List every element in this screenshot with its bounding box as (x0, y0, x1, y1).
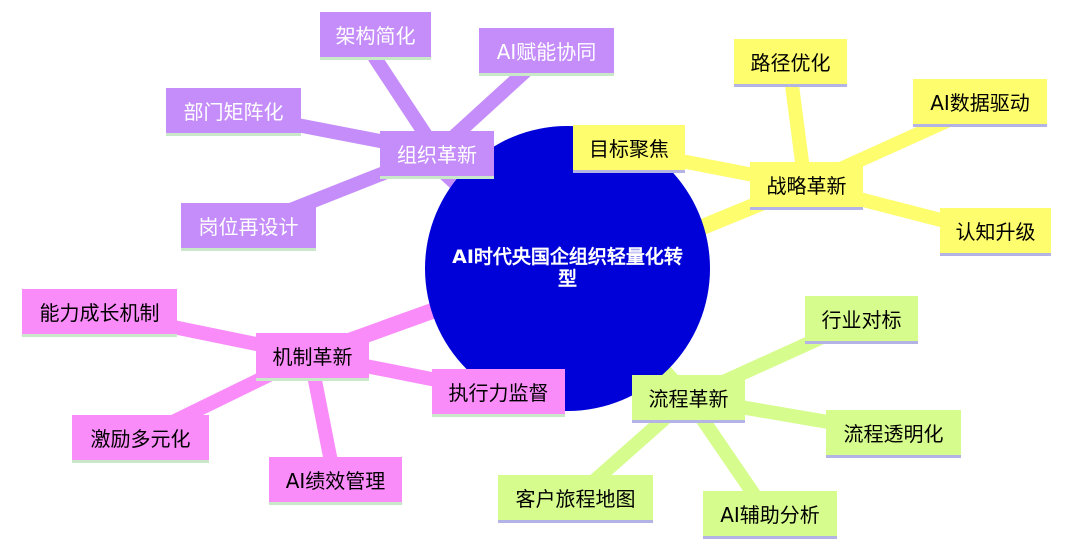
leaf-incentive-diversify-label: 激励多元化 (90, 427, 191, 451)
leaf-execution-supervision-label: 执行力监督 (448, 381, 549, 405)
branch-organization-label: 组织革新 (397, 143, 477, 167)
leaf-architecture-simplify-label: 架构简化 (335, 24, 416, 48)
branch-strategy[interactable]: 战略革新 (750, 162, 863, 210)
leaf-cognition-upgrade[interactable]: 认知升级 (940, 208, 1051, 256)
leaf-job-redesign-label: 岗位再设计 (198, 215, 299, 239)
leaf-ai-synergy[interactable]: AI赋能协同 (479, 28, 614, 76)
leaf-process-transparency-label: 流程透明化 (843, 422, 944, 446)
leaf-cognition-upgrade-label: 认知升级 (955, 220, 1036, 244)
leaf-process-transparency[interactable]: 流程透明化 (826, 410, 961, 458)
leaf-ai-data-driven[interactable]: AI数据驱动 (913, 79, 1047, 127)
leaf-ai-performance[interactable]: AI绩效管理 (269, 457, 402, 505)
center-topic-label: AI时代央国企组织轻量化转型 (452, 245, 683, 290)
leaf-industry-benchmark[interactable]: 行业对标 (805, 296, 918, 344)
leaf-capability-growth[interactable]: 能力成长机制 (22, 289, 177, 337)
leaf-path-optimize-label: 路径优化 (750, 51, 831, 75)
branch-mechanism-label: 机制革新 (272, 345, 353, 369)
leaf-customer-journey-map-label: 客户旅程地图 (515, 487, 636, 511)
branch-organization[interactable]: 组织革新 (380, 131, 494, 179)
leaf-path-optimize[interactable]: 路径优化 (734, 39, 847, 87)
branch-process-label: 流程革新 (648, 387, 729, 411)
branch-strategy-label: 战略革新 (766, 174, 847, 198)
leaf-job-redesign[interactable]: 岗位再设计 (181, 203, 316, 251)
leaf-department-matrix[interactable]: 部门矩阵化 (166, 88, 301, 136)
leaf-ai-data-driven-label: AI数据驱动 (930, 91, 1030, 115)
leaf-ai-assisted-analysis-label: AI辅助分析 (720, 503, 820, 527)
leaf-industry-benchmark-label: 行业对标 (821, 308, 902, 332)
leaf-goal-focus[interactable]: 目标聚焦 (573, 125, 685, 173)
leaf-capability-growth-label: 能力成长机制 (39, 301, 160, 325)
leaf-ai-performance-label: AI绩效管理 (285, 469, 386, 493)
leaf-incentive-diversify[interactable]: 激励多元化 (72, 415, 209, 463)
leaf-ai-assisted-analysis[interactable]: AI辅助分析 (703, 491, 837, 539)
leaf-department-matrix-label: 部门矩阵化 (183, 100, 284, 124)
leaf-goal-focus-label: 目标聚焦 (589, 137, 669, 161)
leaf-execution-supervision[interactable]: 执行力监督 (432, 369, 565, 417)
leaf-architecture-simplify[interactable]: 架构简化 (320, 12, 431, 60)
branch-process[interactable]: 流程革新 (632, 375, 745, 423)
branch-mechanism[interactable]: 机制革新 (256, 333, 369, 381)
leaf-customer-journey-map[interactable]: 客户旅程地图 (498, 475, 653, 523)
leaf-ai-synergy-label: AI赋能协同 (496, 40, 597, 64)
